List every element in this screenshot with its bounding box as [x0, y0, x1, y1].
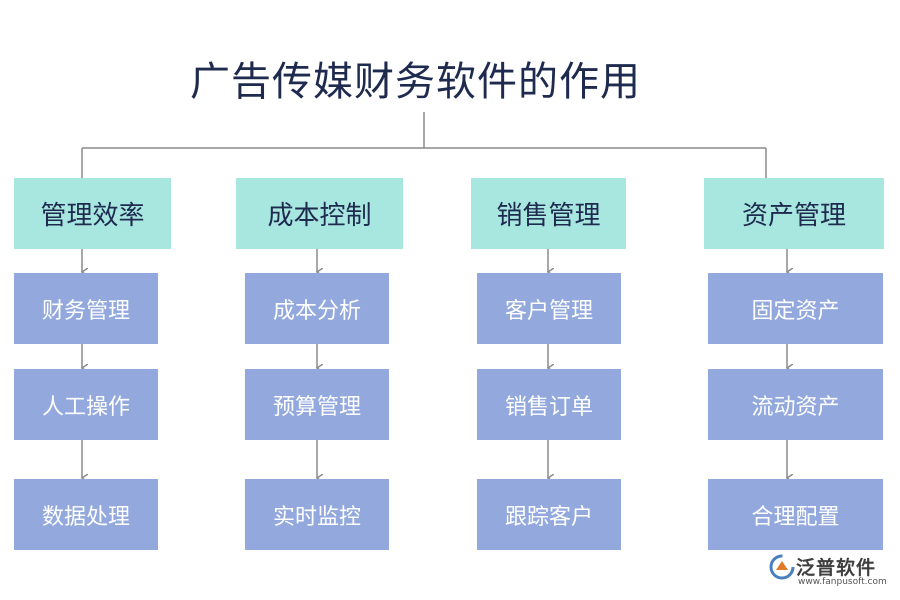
category-box-4: 资产管理 — [704, 178, 884, 249]
item-box-4-3: 合理配置 — [708, 479, 883, 550]
diagram-title: 广告传媒财务软件的作用 — [190, 59, 641, 105]
fanpu-logo: 泛普软件 www.fanpusoft.com — [768, 553, 898, 597]
category-box-1: 管理效率 — [14, 178, 171, 249]
item-box-3-2: 销售订单 — [477, 369, 621, 440]
item-box-1-3: 数据处理 — [14, 479, 158, 550]
item-box-2-2: 预算管理 — [245, 369, 389, 440]
item-box-4-1: 固定资产 — [708, 273, 883, 344]
item-box-3-3: 跟踪客户 — [477, 479, 621, 550]
fanpu-logo-icon — [769, 554, 795, 580]
item-box-2-1: 成本分析 — [245, 273, 389, 344]
category-box-3: 销售管理 — [471, 178, 626, 249]
logo-name: 泛普软件 — [796, 557, 877, 579]
item-box-3-1: 客户管理 — [477, 273, 621, 344]
logo-url: www.fanpusoft.com — [798, 577, 887, 587]
category-box-2: 成本控制 — [236, 178, 403, 249]
item-box-1-1: 财务管理 — [14, 273, 158, 344]
item-box-2-3: 实时监控 — [245, 479, 389, 550]
item-box-4-2: 流动资产 — [708, 369, 883, 440]
item-box-1-2: 人工操作 — [14, 369, 158, 440]
